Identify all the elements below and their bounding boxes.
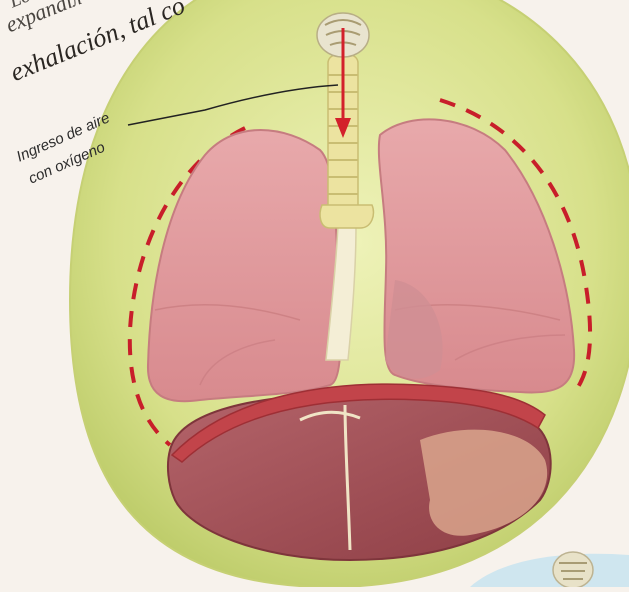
larynx-icon-small bbox=[553, 552, 593, 587]
second-diagram-fragment bbox=[470, 554, 629, 587]
